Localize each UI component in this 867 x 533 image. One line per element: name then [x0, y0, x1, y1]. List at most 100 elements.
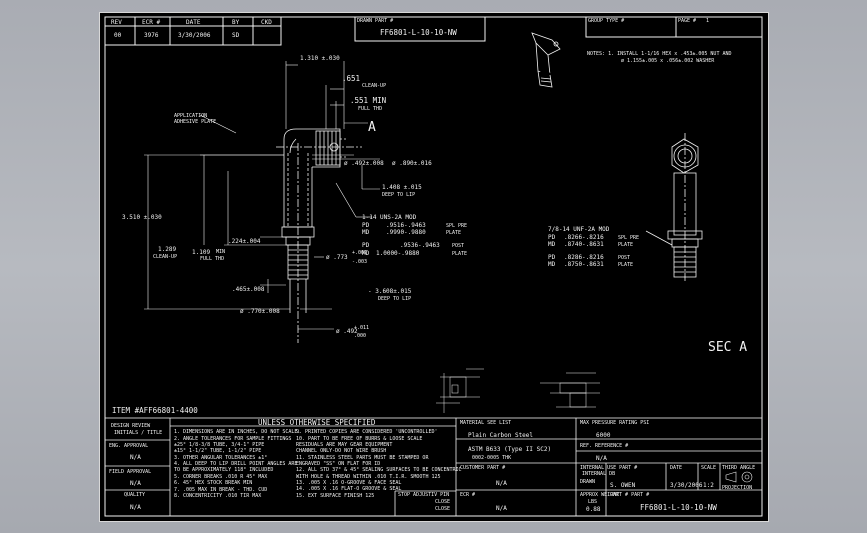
svg-text:7. .005 MAX IN BREAK - THD. C: 7. .005 MAX IN BREAK - THD. CUD	[174, 487, 267, 493]
svg-text:11. STAINLESS STEEL PARTS MUST: 11. STAINLESS STEEL PARTS MUST BE STAMPE…	[296, 455, 429, 461]
svg-text:15. EXT SURFACE FINISH 125: 15. EXT SURFACE FINISH 125	[296, 493, 374, 499]
svg-text:PLATE: PLATE	[618, 262, 633, 268]
svg-text:PD: PD	[548, 254, 556, 261]
svg-text:±25° 1/8-3/8 TUBE, 3/4-1" PIPE: ±25° 1/8-3/8 TUBE, 3/4-1" PIPE	[174, 442, 264, 448]
svg-text:ENGRAVED "SS" ON FLAT FOR ID: ENGRAVED "SS" ON FLAT FOR ID	[296, 461, 380, 467]
svg-text:ASTM B633 (Type II SC2): ASTM B633 (Type II SC2)	[468, 446, 551, 453]
svg-text:TO BE APPROXIMATELY 118° INCLU: TO BE APPROXIMATELY 118° INCLUDED	[174, 467, 273, 473]
part-number: FF6801-L-10-10-NW	[640, 503, 717, 512]
dim-3608-note: DEEP TO LIP	[378, 296, 411, 302]
svg-text:6000: 6000	[596, 432, 611, 439]
svg-text:12. ALL STD 37° & 45° SEALING: 12. ALL STD 37° & 45° SEALING SURFACES T…	[296, 467, 462, 473]
dim-770: ø .770±.008	[240, 308, 280, 315]
svg-text:PD: PD	[362, 242, 370, 249]
section-label: SEC A	[708, 340, 747, 355]
svg-text:POST: POST	[618, 255, 630, 261]
title-block-text: DESIGN REVIEW INITIALS / TITLE ENG. APPR…	[109, 418, 755, 513]
dim-1289: 1.289	[158, 246, 176, 253]
dim-1109-note2: FULL THD	[200, 256, 224, 262]
svg-text:MD: MD	[548, 261, 556, 268]
dim-492b-tol-upper: +.011	[354, 325, 369, 331]
svg-text:1.0000-.9880: 1.0000-.9880	[376, 250, 420, 257]
dimension-lines	[144, 61, 380, 330]
ecr-value: 3976	[144, 32, 159, 39]
notes-line-2: ø 1.155±.005 x .056±.002 WASHER	[621, 58, 715, 64]
svg-text:MD: MD	[362, 250, 370, 257]
dim-1109-note1: MIN	[216, 249, 225, 255]
rev-header: REV	[111, 19, 122, 26]
svg-text:N/A: N/A	[130, 480, 141, 487]
dim-1408-note: DEEP TO LIP	[382, 192, 415, 198]
thread-spec-2: 7/8-14 UNF-2A MOD PD .8266-.8216 SPL PRE…	[548, 226, 639, 268]
svg-text:3. OTHER ANGULAR TOLERANCES ±: 3. OTHER ANGULAR TOLERANCES ±1°	[174, 455, 267, 461]
notes-line-1: NOTES: 1. INSTALL 1-1/16 HEX x .453±.005…	[587, 51, 732, 57]
svg-text:.9536-.9463: .9536-.9463	[400, 242, 440, 249]
isometric-fitting	[531, 32, 565, 88]
third-angle-symbol-icon	[725, 471, 753, 483]
svg-text:8. CONCENTRICITY .010 TIR MAX: 8. CONCENTRICITY .010 TIR MAX	[174, 493, 261, 499]
svg-text:APPROX WEIGHT: APPROX WEIGHT	[580, 492, 619, 498]
svg-text:CUSTOMER PART #: CUSTOMER PART #	[460, 465, 505, 471]
by-value: SD	[232, 32, 240, 39]
app-label-1: APPLICATION	[174, 113, 207, 119]
svg-text:REF. REFERENCE #: REF. REFERENCE #	[580, 443, 628, 449]
svg-text:Plain Carbon Steel: Plain Carbon Steel	[468, 432, 533, 439]
svg-text:THIRD ANGLE: THIRD ANGLE	[722, 465, 755, 471]
svg-text:9. PRINTED COPIES ARE CONSIDE: 9. PRINTED COPIES ARE CONSIDERED 'UNCONT…	[296, 429, 437, 435]
dim-890: ø .890±.016	[392, 160, 432, 167]
svg-text:ENG. APPROVAL: ENG. APPROVAL	[109, 443, 148, 449]
technical-drawing: REV ECR # DATE BY CKD 00 3976 3/30/2006 …	[104, 16, 763, 517]
top-part-box: DRAWN PART # FF6801-L-10-10-NW	[354, 16, 486, 42]
callout-a: A	[368, 120, 376, 135]
svg-text:PLATE: PLATE	[618, 242, 633, 248]
svg-text:PLATE: PLATE	[452, 251, 467, 257]
svg-text:DESIGN REVIEW: DESIGN REVIEW	[111, 423, 151, 429]
svg-text:PART # PART #: PART # PART #	[610, 492, 649, 498]
svg-text:CHANNEL ONLY-DO NOT WIRE BRUSH: CHANNEL ONLY-DO NOT WIRE BRUSH	[296, 448, 386, 454]
dim-773: ø .773	[326, 254, 348, 261]
svg-text:.8740-.8631: .8740-.8631	[564, 241, 604, 248]
dim-1289-note: CLEAN-UP	[153, 254, 177, 260]
svg-text:LBS: LBS	[588, 499, 597, 505]
dim-773-tol-lower: -.003	[352, 259, 367, 265]
svg-text:PROJECTION: PROJECTION	[722, 485, 752, 491]
svg-text:14. .005 X .16 FLAT-O GROOVE &: 14. .005 X .16 FLAT-O GROOVE & SEAL	[296, 486, 401, 492]
svg-text:MD: MD	[362, 229, 370, 236]
svg-text:.8286-.8216: .8286-.8216	[564, 254, 604, 261]
dim-551: .551 MIN	[350, 96, 386, 105]
elbow-main-view	[276, 128, 362, 343]
svg-text:2. ANGLE TOLERANCES FOR SAMPL: 2. ANGLE TOLERANCES FOR SAMPLE FITTINGS	[174, 436, 291, 442]
svg-text:1. DIMENSIONS ARE IN INCHES,: 1. DIMENSIONS ARE IN INCHES, DO NOT SCAL…	[174, 429, 300, 435]
svg-text:SCALE: SCALE	[701, 465, 716, 471]
svg-text:.9990-.9880: .9990-.9880	[386, 229, 426, 236]
svg-text:ECR #: ECR #	[460, 492, 475, 498]
svg-text:N/A: N/A	[496, 480, 507, 487]
page-label: PAGE #	[678, 18, 696, 24]
svg-text:PD: PD	[362, 222, 370, 229]
svg-text:0002-0005 THK: 0002-0005 THK	[472, 455, 511, 461]
item-label: ITEM #AFF66801-4400	[112, 406, 198, 415]
svg-text:CLOSE: CLOSE	[435, 506, 450, 512]
dim-492b-tol-lower: .000	[354, 333, 366, 339]
svg-text:N/A: N/A	[496, 505, 507, 512]
thread-spec-1: 1-14 UNS-2A MOD PD .9516-.9463 SPL PRE M…	[362, 214, 467, 257]
ckd-header: CKD	[261, 19, 272, 26]
svg-text:N/A: N/A	[130, 504, 141, 511]
drawing-viewport[interactable]: REV ECR # DATE BY CKD 00 3976 3/30/2006 …	[99, 12, 769, 522]
date-value: 3/30/2006	[178, 32, 211, 39]
app-label-2: ADHESIVE PLATE	[174, 119, 216, 125]
svg-text:DRAWN: DRAWN	[580, 479, 595, 485]
svg-text:4. ALL DEEP TO LIP DRILL POIN: 4. ALL DEEP TO LIP DRILL POINT ANGLES AR…	[174, 461, 297, 467]
svg-text:INTERNAL USE PART #: INTERNAL USE PART #	[580, 465, 637, 471]
dim-1408: 1.408 ±.015	[382, 184, 422, 191]
dim-224: .224±.004	[228, 238, 261, 245]
svg-text:S. OWEN: S. OWEN	[610, 482, 636, 489]
svg-text:10. PART TO BE FREE OF BURRS &: 10. PART TO BE FREE OF BURRS & LOOSE SCA…	[296, 436, 422, 442]
svg-text:INITIALS / TITLE: INITIALS / TITLE	[114, 430, 162, 436]
svg-text:±15° 1-1/2" TUBE, 1-1/2" PIPE: ±15° 1-1/2" TUBE, 1-1/2" PIPE	[174, 448, 261, 454]
svg-text:MAX PRESSURE RATING PSI: MAX PRESSURE RATING PSI	[580, 420, 649, 426]
unless-header: UNLESS OTHERWISE SPECIFIED	[258, 418, 376, 427]
svg-text:POST: POST	[452, 243, 464, 249]
detail-views	[436, 368, 600, 413]
page-value: 1	[706, 18, 709, 24]
